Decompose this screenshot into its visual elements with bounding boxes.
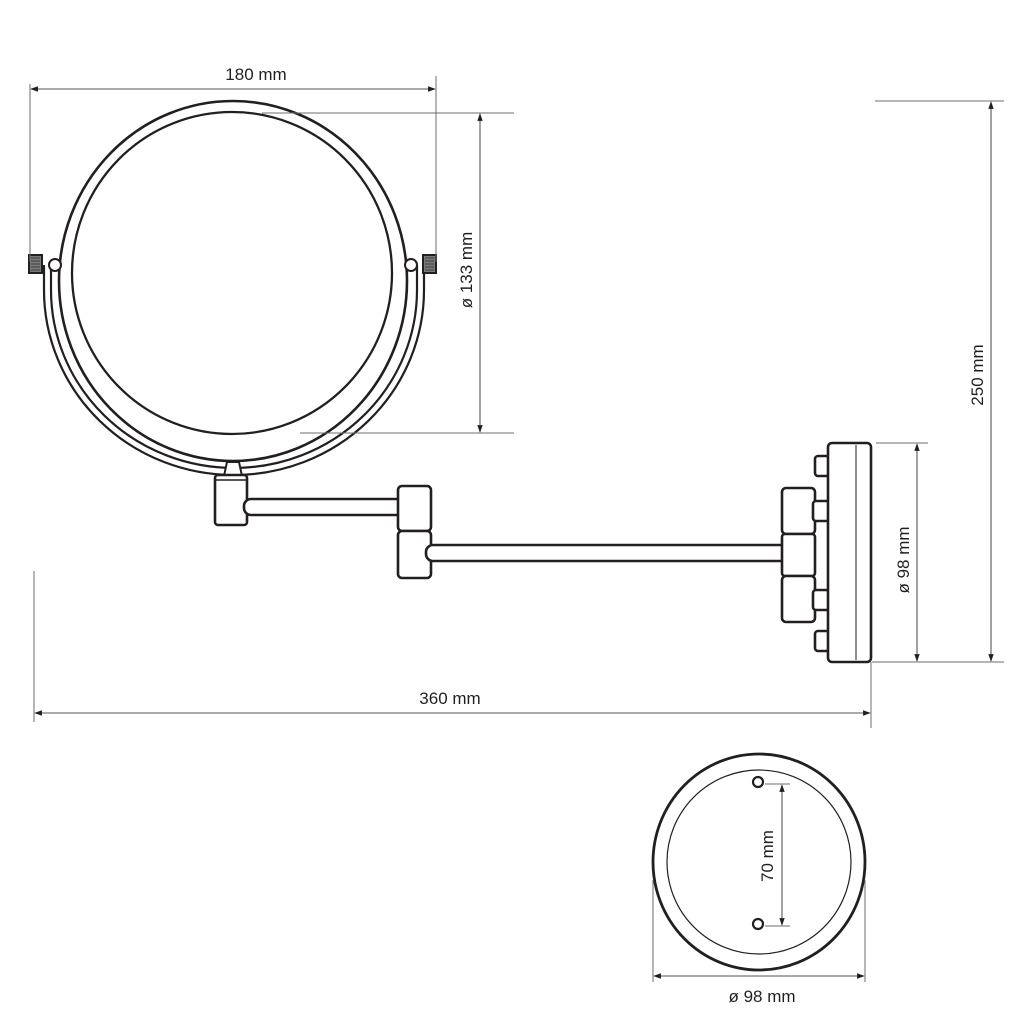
stud-2 bbox=[811, 499, 831, 523]
label-screw-hole-spacing: 70 mm bbox=[758, 830, 777, 882]
label-mirror-glass-diameter: ø 133 mm bbox=[457, 232, 476, 309]
tilt-knob-left-icon bbox=[28, 254, 43, 274]
wall-plate bbox=[826, 441, 873, 664]
base-plate-inner bbox=[666, 769, 852, 955]
arm-segment-1 bbox=[242, 497, 406, 517]
label-wall-plate-height: ø 98 mm bbox=[894, 526, 913, 593]
label-total-projection: 360 mm bbox=[419, 689, 480, 708]
wall-hinge-middle bbox=[780, 532, 817, 578]
label-mirror-width: 180 mm bbox=[225, 65, 286, 84]
dimension-wall-plate-height: ø 98 mm bbox=[876, 442, 928, 662]
tilt-knob-right-icon bbox=[422, 254, 437, 274]
mirror-assembly bbox=[28, 99, 437, 477]
pivot-pin-right bbox=[404, 258, 418, 272]
label-base-plate-diameter: ø 98 mm bbox=[728, 987, 795, 1006]
dimension-total-projection: 360 mm bbox=[33, 571, 872, 728]
label-total-height: 250 mm bbox=[968, 344, 987, 405]
base-plate-outer bbox=[651, 752, 867, 972]
dimension-mirror-width: 180 mm bbox=[29, 65, 437, 262]
swing-arm bbox=[213, 441, 873, 664]
dimension-total-height: 250 mm bbox=[872, 100, 1004, 663]
mirror-glass bbox=[70, 110, 394, 436]
stud-3 bbox=[811, 588, 831, 612]
pivot-pin-left bbox=[48, 258, 62, 272]
mirror-joint bbox=[213, 473, 249, 527]
arm-segment-2 bbox=[424, 543, 792, 563]
middle-hinge-upper bbox=[396, 484, 433, 533]
wall-hinge-bottom bbox=[780, 574, 817, 624]
dimension-mirror-glass-diameter: ø 133 mm bbox=[262, 112, 514, 434]
screw-hole-top bbox=[751, 775, 765, 789]
base-plate-view: 70 mm ø 98 mm bbox=[651, 752, 867, 1006]
wall-hinge-top bbox=[780, 486, 817, 536]
screw-hole-bottom bbox=[751, 917, 765, 931]
